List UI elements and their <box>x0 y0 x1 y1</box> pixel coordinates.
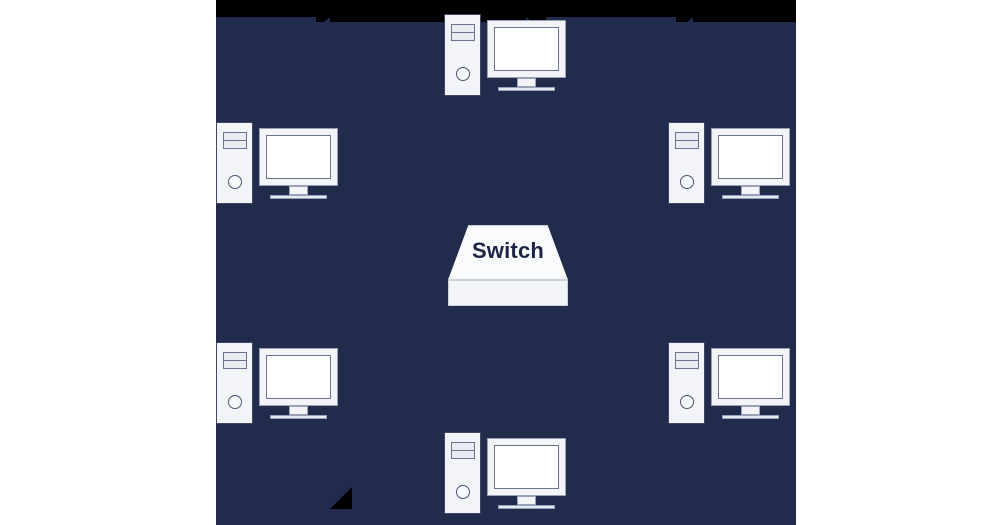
monitor-neck <box>741 186 760 195</box>
node-pc-left-upper[interactable] <box>216 122 338 204</box>
monitor-icon <box>259 348 338 406</box>
monitor-foot <box>270 195 327 199</box>
monitor-neck <box>289 406 308 415</box>
screen-icon <box>494 27 559 71</box>
drive-bay-icon <box>451 442 475 459</box>
monitor-icon <box>711 128 790 186</box>
monitor-icon <box>487 438 566 496</box>
node-pc-right-lower[interactable] <box>668 342 790 424</box>
tower-icon <box>668 342 705 424</box>
switch-body: Switch <box>448 225 568 280</box>
screen-icon <box>266 135 331 179</box>
monitor-icon <box>259 128 338 186</box>
monitor-foot <box>722 195 779 199</box>
switch-device[interactable]: Switch <box>448 225 568 307</box>
node-pc-left-lower[interactable] <box>216 342 338 424</box>
switch-label: Switch <box>471 237 545 263</box>
tower-icon <box>444 432 481 514</box>
tower-icon <box>216 342 253 424</box>
drive-bay-icon <box>451 24 475 41</box>
top-accent-band <box>216 0 796 22</box>
monitor-neck <box>517 78 536 87</box>
screen-icon <box>718 355 783 399</box>
tower-icon <box>444 14 481 96</box>
monitor-neck <box>289 186 308 195</box>
monitor-neck <box>517 496 536 505</box>
monitor-foot <box>722 415 779 419</box>
power-button-icon <box>456 485 470 499</box>
node-pc-bottom[interactable] <box>444 432 566 514</box>
node-pc-right-upper[interactable] <box>668 122 790 204</box>
monitor-neck <box>741 406 760 415</box>
monitor-foot <box>270 415 327 419</box>
diagram-panel: Switch <box>216 0 796 525</box>
screen-icon <box>266 355 331 399</box>
drive-bay-icon <box>675 352 699 369</box>
tower-icon <box>216 122 253 204</box>
power-button-icon <box>228 175 242 189</box>
drive-bay-icon <box>223 352 247 369</box>
screen-icon <box>718 135 783 179</box>
monitor-foot <box>498 505 555 509</box>
power-button-icon <box>680 395 694 409</box>
node-pc-top[interactable] <box>444 14 566 96</box>
screen-icon <box>494 445 559 489</box>
power-button-icon <box>456 67 470 81</box>
monitor-icon <box>487 20 566 78</box>
tower-icon <box>668 122 705 204</box>
monitor-icon <box>711 348 790 406</box>
drive-bay-icon <box>223 132 247 149</box>
bottom-accent-triangle <box>330 487 352 509</box>
switch-base <box>448 280 568 306</box>
power-button-icon <box>228 395 242 409</box>
drive-bay-icon <box>675 132 699 149</box>
monitor-foot <box>498 87 555 91</box>
power-button-icon <box>680 175 694 189</box>
